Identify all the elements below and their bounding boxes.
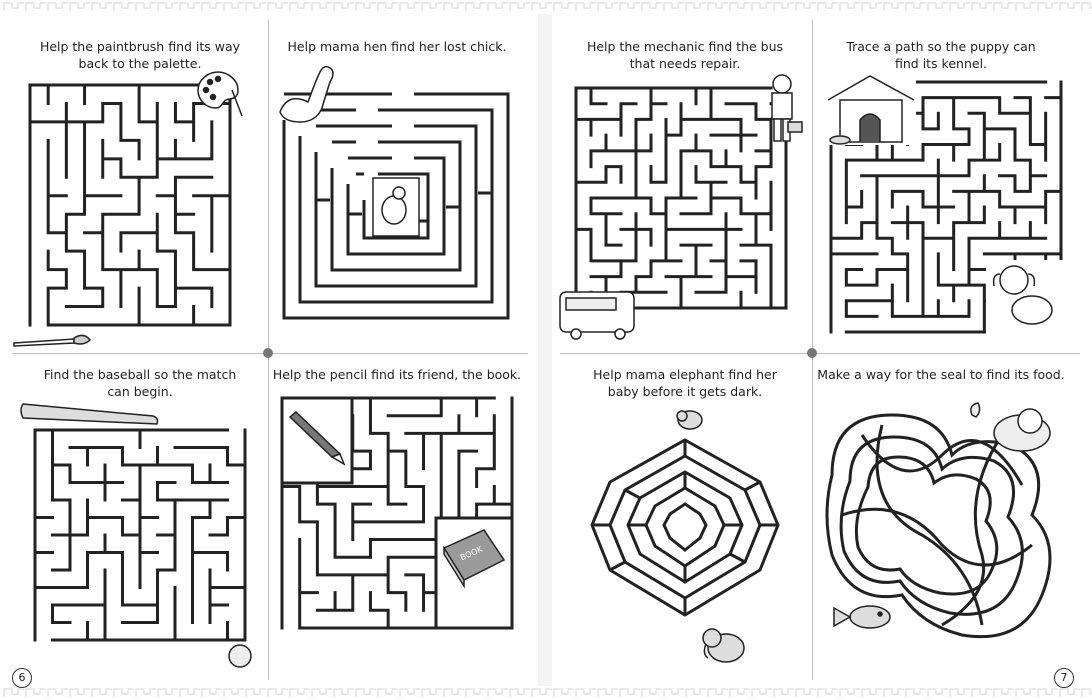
puzzle-hen: Help mama hen find her lost chick. <box>272 38 522 358</box>
fish-icon <box>833 605 891 629</box>
divider-dot-right <box>807 348 817 358</box>
page-number-right: 7 <box>1054 668 1074 688</box>
knot-maze <box>825 413 1052 639</box>
seal-icon <box>970 402 1051 452</box>
baby-elephant-icon <box>676 410 703 430</box>
palette-icon <box>197 71 243 117</box>
maze-mechanic[interactable] <box>559 70 810 340</box>
puzzle-caption: Help the paintbrush find its way back to… <box>39 39 241 71</box>
maze-seal[interactable] <box>822 395 1072 675</box>
hex-maze <box>590 438 780 617</box>
puzzle-caption: Trace a path so the puppy can find its k… <box>846 39 1036 71</box>
baseball-icon <box>228 644 252 668</box>
mechanic-icon <box>771 74 803 142</box>
page-gutter <box>538 14 552 686</box>
puzzle-caption: Help the mechanic find the bus that need… <box>586 39 784 71</box>
puzzle-caption: Make a way for the seal to find its food… <box>817 367 1065 382</box>
pencil-icon <box>288 410 346 466</box>
puzzle-paintbrush: Help the paintbrush find its way back to… <box>15 38 265 358</box>
divider-dot-left <box>263 348 273 358</box>
mama-elephant-icon <box>702 628 745 663</box>
maze-elephant[interactable] <box>560 400 810 680</box>
divider-right-horizontal <box>560 353 1080 354</box>
puzzle-elephant: Help mama elephant find her baby before … <box>560 366 810 686</box>
chick-icon <box>372 177 420 237</box>
puppy-icon <box>992 265 1053 325</box>
puzzle-mechanic: Help the mechanic find the bus that need… <box>560 38 810 358</box>
puzzle-puppy: Trace a path so the puppy can find its k… <box>816 38 1066 358</box>
puzzle-caption: Help mama elephant find her baby before … <box>593 367 777 399</box>
maze-paintbrush[interactable] <box>10 71 250 350</box>
maze-pencil[interactable]: BOOK <box>280 396 522 658</box>
decorative-top-border <box>3 2 1092 11</box>
maze-baseball[interactable] <box>15 400 255 670</box>
maze-puppy[interactable] <box>826 70 1076 350</box>
puzzle-baseball: Find the baseball so the match can begin… <box>15 366 265 686</box>
puzzle-caption: Help the pencil find its friend, the boo… <box>272 367 522 382</box>
hen-icon <box>279 65 334 123</box>
baseball-bat-icon <box>20 403 159 425</box>
page-number-left: 6 <box>12 668 32 688</box>
puzzle-caption: Find the baseball so the match can begin… <box>43 367 237 399</box>
kennel-icon <box>827 75 915 145</box>
puzzle-pencil: Help the pencil find its friend, the boo… <box>272 366 522 686</box>
puzzle-caption: Help mama hen find her lost chick. <box>287 39 507 54</box>
puzzle-seal: Make a way for the seal to find its food… <box>816 366 1066 686</box>
paintbrush-icon <box>13 334 91 347</box>
book-icon: BOOK <box>442 529 506 589</box>
bus-icon <box>559 291 635 340</box>
decorative-bottom-border <box>3 688 1092 697</box>
maze-hen[interactable] <box>279 65 520 350</box>
